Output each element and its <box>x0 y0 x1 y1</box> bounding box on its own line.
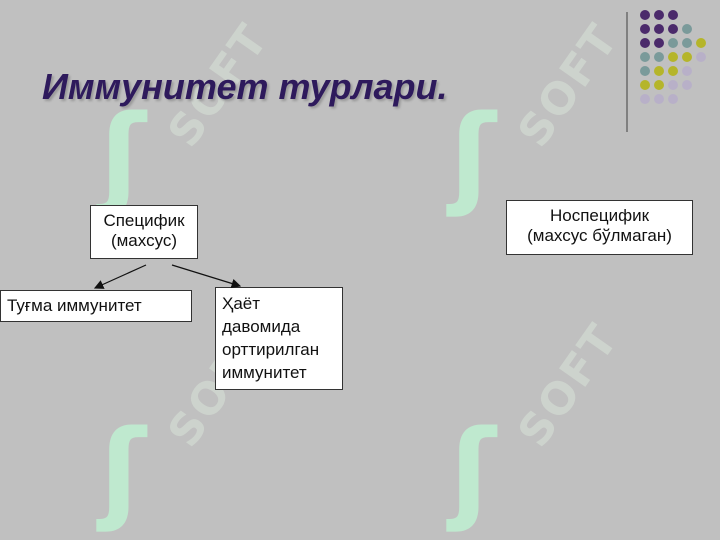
decor-dot <box>654 94 664 104</box>
box-innate: Туғма иммунитет <box>0 290 192 322</box>
decor-dot <box>668 80 678 90</box>
decor-dot <box>654 38 664 48</box>
decor-dot <box>682 52 692 62</box>
decor-dot <box>640 66 650 76</box>
box-acquired-line4: иммунитет <box>222 363 307 382</box>
box-acquired-line3: орттирилган <box>222 340 320 359</box>
decor-dot <box>682 66 692 76</box>
watermark-logo: SOFT ʃ <box>100 315 279 534</box>
watermark-logo: SOFT ʃ <box>450 14 629 219</box>
slide-title: Иммунитет турлари. <box>42 66 448 107</box>
box-nonspecific-line1: Носпецифик <box>549 206 650 225</box>
watermark-logo: SOFT ʃ <box>100 14 279 219</box>
decor-dot <box>668 66 678 76</box>
decor-dots <box>640 10 712 120</box>
box-nonspecific-line2: (махсус бўлмаган) <box>527 226 672 245</box>
box-innate-label: Туғма иммунитет <box>7 296 142 315</box>
box-nonspecific: Носпецифик (махсус бўлмаган) <box>506 200 693 255</box>
decor-dot <box>640 10 650 20</box>
decor-vertical-line <box>626 12 628 132</box>
decor-dot <box>654 10 664 20</box>
decor-dot <box>668 94 678 104</box>
box-specific: Специфик (махсус) <box>90 205 198 259</box>
box-specific-line2: (махсус) <box>110 231 178 250</box>
box-acquired-line1: Ҳаёт <box>222 294 261 313</box>
decor-dot <box>668 52 678 62</box>
decor-dot <box>640 38 650 48</box>
arrow-to-innate <box>93 264 147 289</box>
box-specific-line1: Специфик <box>103 211 185 230</box>
decor-dot <box>640 24 650 34</box>
decor-dot <box>668 10 678 20</box>
decor-dot <box>654 52 664 62</box>
decor-dot <box>682 38 692 48</box>
decor-dot <box>654 66 664 76</box>
decor-dot <box>668 38 678 48</box>
decor-dot <box>640 94 650 104</box>
watermark-logo: SOFT ʃ <box>450 314 629 534</box>
box-acquired: Ҳаёт давомида орттирилган иммунитет <box>215 287 343 390</box>
decor-dot <box>640 52 650 62</box>
decor-dot <box>696 38 706 48</box>
decor-dot <box>654 80 664 90</box>
decor-dot <box>696 52 706 62</box>
arrow-to-acquired <box>171 264 242 289</box>
decor-dot <box>682 24 692 34</box>
decor-dot <box>640 80 650 90</box>
decor-dot <box>668 24 678 34</box>
box-acquired-line2: давомида <box>222 317 301 336</box>
decor-dot <box>682 80 692 90</box>
decor-dot <box>654 24 664 34</box>
